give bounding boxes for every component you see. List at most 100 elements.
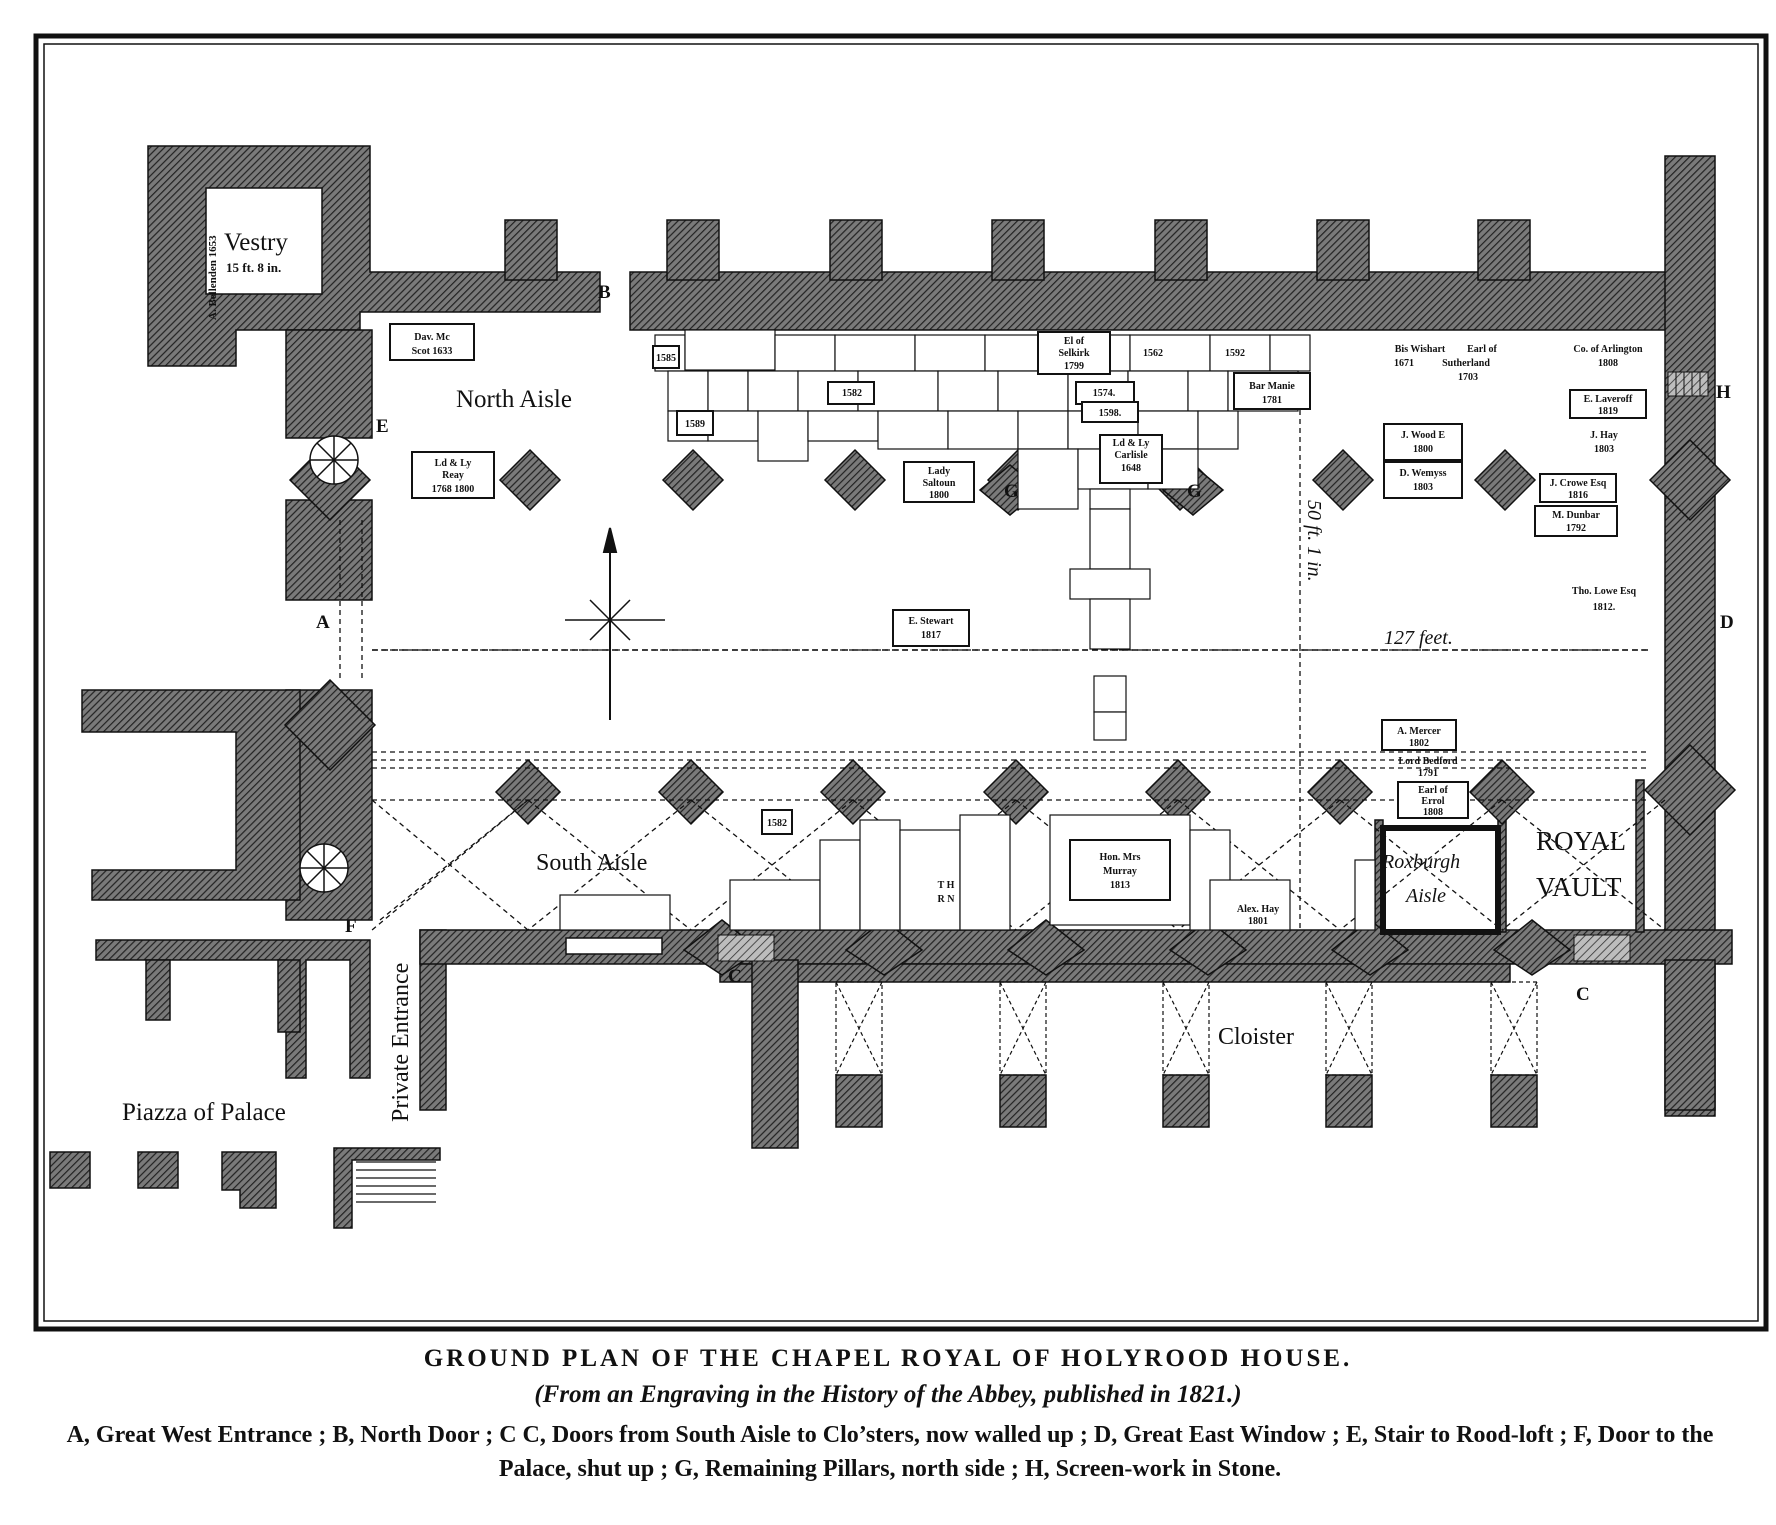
tablet-saltoun-3: 1800 <box>929 490 949 501</box>
tablet-sutherland-1: Earl of <box>1467 344 1497 355</box>
tablet-murray-2: Murray <box>1103 866 1137 877</box>
piazza-stair <box>356 1161 436 1203</box>
tablet-carlisle-2: Carlisle <box>1114 450 1148 461</box>
cloister-bays <box>835 981 1538 1076</box>
inner-frame <box>43 43 1759 1322</box>
tablet-mercer-2: 1802 <box>1409 738 1429 749</box>
roxburgh-label-2: Aisle <box>1404 885 1446 907</box>
tablet-crowe-1: J. Crowe Esq <box>1550 478 1607 489</box>
tablet-stewart-1: E. Stewart <box>909 616 955 627</box>
bellenden-tablet: A. Bellenden 1653 <box>207 235 219 320</box>
tablet-mercer-1: A. Mercer <box>1397 726 1441 737</box>
marker-e: E <box>376 416 389 437</box>
tablet-dav-scot-2: Scot 1633 <box>412 346 453 357</box>
tablet-th-rn-2: R N <box>938 894 956 905</box>
marker-b: B <box>598 282 611 303</box>
tablet-wood-2: 1800 <box>1413 444 1433 455</box>
tablet-wishart-1: Bis Wishart <box>1395 344 1446 355</box>
tablet-1585: 1585 <box>656 353 676 364</box>
tablet-stewart-2: 1817 <box>921 630 941 641</box>
marker-a: A <box>316 612 330 633</box>
tablet-balmanie-1: Bar Manie <box>1249 381 1295 392</box>
marker-g-left: G <box>1004 481 1019 502</box>
width-dimension: 50 ft. 1 in. <box>1303 500 1325 582</box>
tablet-crowe-2: 1816 <box>1568 490 1588 501</box>
tablet-arlington-1: Co. of Arlington <box>1573 344 1643 355</box>
marker-g-right: G <box>1187 481 1202 502</box>
piazza-label: Piazza of Palace <box>122 1099 286 1126</box>
tablet-wishart-2: 1671 <box>1394 358 1414 369</box>
north-aisle-label: North Aisle <box>456 386 572 413</box>
tablet-alex-hay-2: 1801 <box>1248 916 1268 927</box>
pillars <box>283 438 1737 976</box>
tablet-arlington-2: 1808 <box>1598 358 1618 369</box>
tablet-hay-2: 1803 <box>1594 444 1614 455</box>
tablet-dunbar-2: 1792 <box>1566 523 1586 534</box>
vestry-label: Vestry <box>224 229 288 256</box>
tablet-errol-3: 1808 <box>1423 807 1443 818</box>
tablet-bedford-2: 1791 <box>1418 768 1438 779</box>
tablet-selkirk-1: El of <box>1064 336 1085 347</box>
tablet-hay-1: J. Hay <box>1590 430 1618 441</box>
marker-c-west: C <box>728 966 742 987</box>
tablet-wemyss-1: D. Wemyss <box>1399 468 1446 479</box>
tablet-sutherland-2: Sutherland <box>1442 358 1490 369</box>
tablet-wemyss-2: 1803 <box>1413 482 1433 493</box>
tablet-errol-1: Earl of <box>1418 785 1448 796</box>
floor-slabs-north <box>654 329 1311 741</box>
tablet-wood-1: J. Wood E <box>1401 430 1445 441</box>
compass-icon <box>565 527 665 720</box>
door-c-west <box>717 934 775 962</box>
tablet-carlisle-1: Ld & Ly <box>1113 438 1150 449</box>
tablet-saltoun-2: Saltoun <box>923 478 956 489</box>
tablet-murray-3: 1813 <box>1110 880 1130 891</box>
tablet-1598: 1598. <box>1099 408 1122 419</box>
south-aisle-label: South Aisle <box>536 850 647 876</box>
tablet-lowe-1: Tho. Lowe Esq <box>1572 586 1637 597</box>
tablet-reay-1: Ld & Ly <box>435 458 472 469</box>
caption-legend: A, Great West Entrance ; B, North Door ;… <box>66 1422 1714 1482</box>
marker-f: F <box>345 916 357 937</box>
tablet-bedford-1: Lord Bedford <box>1398 756 1458 767</box>
tablet-murray-1: Hon. Mrs <box>1099 852 1140 863</box>
tablet-dunbar-1: M. Dunbar <box>1552 510 1600 521</box>
tablet-boxes <box>389 323 1647 901</box>
tablet-reay-3: 1768 1800 <box>432 484 475 495</box>
tablet-th-rn-1: T H <box>938 880 955 891</box>
tablet-1582-south: 1582 <box>767 818 787 829</box>
floor-slabs-south <box>559 814 1376 931</box>
length-dimension: 127 feet. <box>1384 627 1453 649</box>
screen-work <box>1667 371 1709 397</box>
outer-frame <box>33 33 1769 1332</box>
royal-vault-label-2: VAULT <box>1536 872 1622 902</box>
cloister-label: Cloister <box>1218 1024 1294 1050</box>
tablet-1574: 1574. <box>1093 388 1116 399</box>
tablet-errol-2: Errol <box>1421 796 1444 807</box>
royal-vault-label-1: ROYAL <box>1536 826 1626 856</box>
ground-plan: Vestry 15 ft. 8 in. A. Bellenden 1653 No… <box>33 33 1769 1332</box>
tablet-1562: 1562 <box>1143 348 1163 359</box>
tablet-laveroff-1: E. Laveroff <box>1584 394 1633 405</box>
tablet-laveroff-2: 1819 <box>1598 406 1618 417</box>
tablet-carlisle-3: 1648 <box>1121 463 1141 474</box>
walls <box>49 145 1733 1229</box>
stair-circles <box>299 435 359 893</box>
caption-subtitle: (From an Engraving in the History of the… <box>534 1381 1242 1408</box>
tablet-lowe-2: 1812. <box>1593 602 1616 613</box>
tablet-1592: 1592 <box>1225 348 1245 359</box>
tablet-selkirk-3: 1799 <box>1064 361 1084 372</box>
roxburgh-label-1: Roxburgh <box>1381 851 1460 873</box>
private-entrance-label: Private Entrance <box>388 963 414 1122</box>
tablet-1582: 1582 <box>842 388 862 399</box>
tablet-balmanie-2: 1781 <box>1262 395 1282 406</box>
south-wall-niche <box>565 937 663 955</box>
marker-c-east: C <box>1576 984 1590 1005</box>
roxburgh-aisle-enclosure <box>1380 825 1501 935</box>
tablet-reay-2: Reay <box>442 470 464 481</box>
tablet-sutherland-3: 1703 <box>1458 372 1478 383</box>
tablet-selkirk-2: Selkirk <box>1058 348 1090 359</box>
marker-h: H <box>1716 382 1731 403</box>
tablet-dav-scot-1: Dav. Mc <box>414 332 450 343</box>
tablet-saltoun-1: Lady <box>928 466 950 477</box>
tablet-alex-hay-1: Alex. Hay <box>1237 904 1279 915</box>
